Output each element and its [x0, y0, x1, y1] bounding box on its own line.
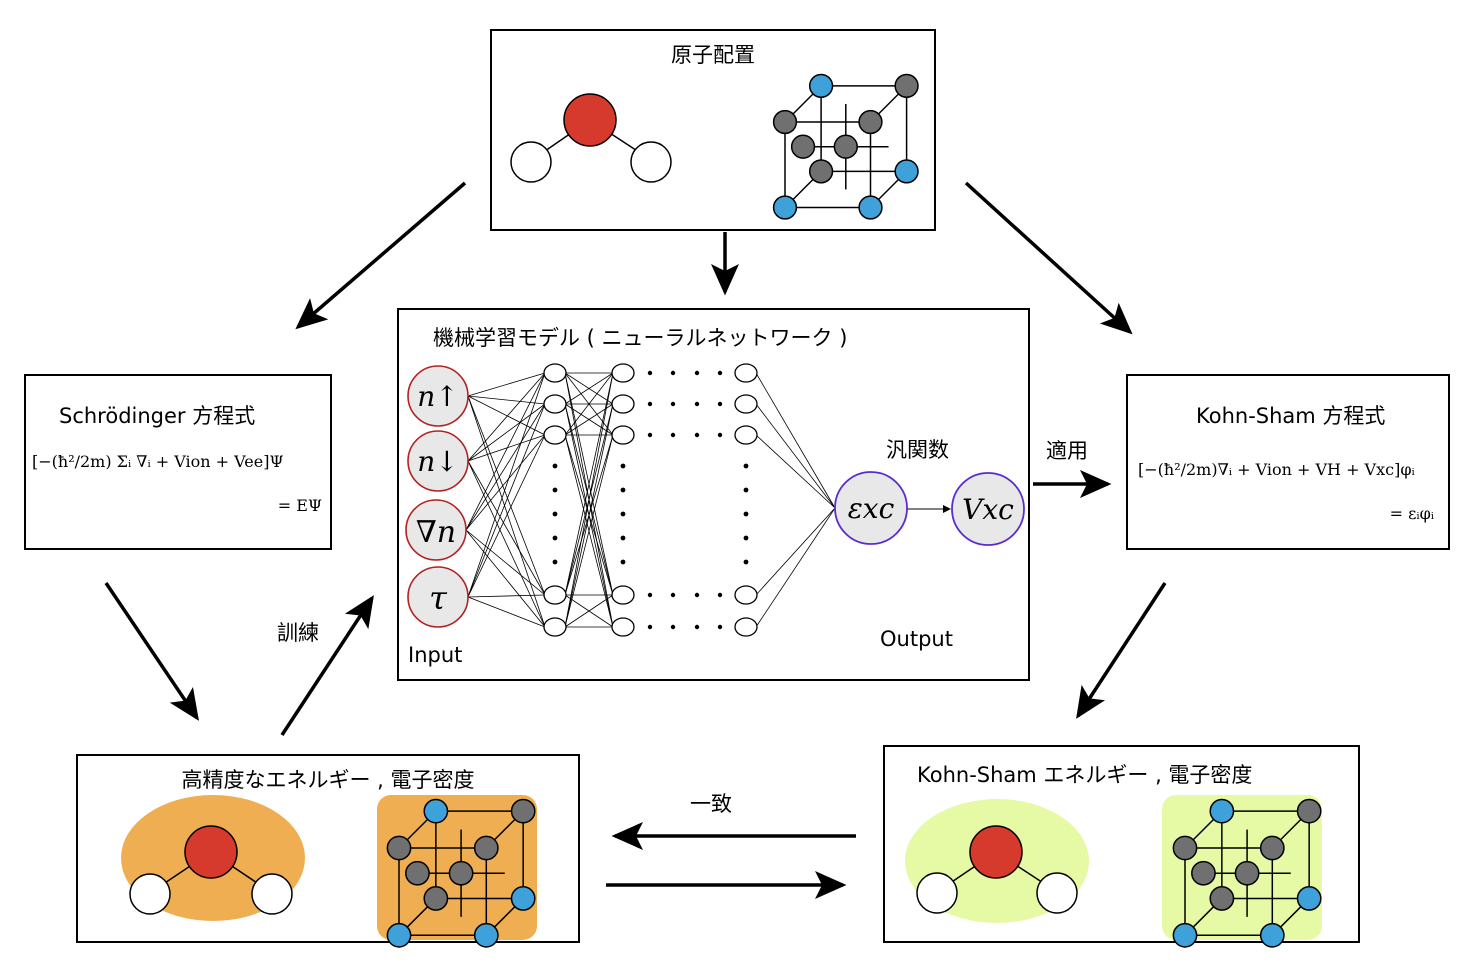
hidden-neuron [543, 617, 567, 637]
lattice-atom [894, 73, 919, 99]
hidden-neuron [611, 617, 635, 637]
lattice-atom [1191, 860, 1216, 886]
lattice-atom [858, 195, 883, 220]
input-node-n-up: n↑ [407, 365, 469, 427]
lattice-atom [448, 860, 474, 886]
ml-model-title: 機械学習モデル ( ニューラルネットワーク ) [433, 326, 848, 350]
schrodinger-eq-line1: [−(ħ²/2m) Σᵢ ∇ᵢ + Vion + Vee]Ψ [32, 452, 284, 471]
arrow-top-to-kohnsham [964, 181, 1133, 335]
kohnsham-eq-line2: = εᵢφᵢ [1389, 504, 1434, 523]
crystal-lattice-top [772, 73, 919, 220]
hidden-neuron [543, 394, 567, 414]
hidden-neuron [543, 585, 567, 605]
arrow-top-to-schrodinger [295, 181, 467, 330]
output-label: Output [880, 627, 953, 651]
apply-label: 適用 [1046, 439, 1088, 463]
neural-network-nodes [543, 363, 758, 637]
kohnsham-eq-line1: [−(ħ²/2m)∇ᵢ + Vion + VH + Vxc]φᵢ [1138, 460, 1415, 479]
lattice-atom [1296, 886, 1322, 911]
lattice-atom [1296, 798, 1322, 824]
arrow-schrodinger-to-highprecision [104, 582, 199, 721]
lattice-atom [1209, 798, 1235, 824]
water-molecule-top [510, 93, 672, 183]
neural-network-edges [465, 372, 836, 628]
kohnsham-title: Kohn-Sham 方程式 [1196, 404, 1386, 428]
hidden-neuron [734, 363, 758, 383]
functional-label: 汎関数 [886, 438, 949, 462]
hidden-neuron [734, 617, 758, 637]
svg-text:τ: τ [429, 579, 448, 617]
lattice-atom [790, 134, 816, 159]
svg-text:n↓: n↓ [417, 445, 459, 478]
lattice-atom [1209, 886, 1235, 911]
lattice-atom [772, 109, 798, 135]
input-label: Input [408, 643, 463, 667]
input-node-n-down: n↓ [407, 430, 469, 492]
lattice-atom [473, 922, 499, 948]
hidden-neuron [734, 585, 758, 605]
svg-text:εxc: εxc [848, 492, 895, 525]
ml-model-box: 機械学習モデル ( ニューラルネットワーク ) Input Output 汎関数 [397, 308, 1030, 681]
hidden-neuron [734, 425, 758, 445]
lattice-atom [808, 159, 834, 184]
hidden-neuron [734, 394, 758, 414]
hidden-neuron [543, 425, 567, 445]
crystal-lattice-ks [1172, 798, 1322, 948]
arrow-kohnsham-to-ksenergy [1076, 582, 1167, 719]
lattice-atom [405, 860, 430, 886]
lattice-atom [423, 886, 449, 911]
lattice-atom [510, 886, 536, 911]
lattice-atom [894, 159, 919, 184]
hidden-neuron [543, 363, 567, 383]
input-node-grad-n: ∇n [405, 499, 467, 561]
match-label: 一致 [690, 792, 732, 816]
lattice-atom [808, 73, 834, 99]
lattice-atom [772, 195, 798, 220]
schrodinger-eq-line2: = EΨ [277, 496, 322, 515]
water-molecule-ks [916, 825, 1078, 914]
kohnsham-eq-box: Kohn-Sham 方程式 [−(ħ²/2m)∇ᵢ + Vion + VH + … [1126, 374, 1450, 550]
vxc-node: Vxc [951, 472, 1025, 546]
svg-text:Vxc: Vxc [962, 493, 1014, 526]
lattice-atom [1172, 835, 1198, 861]
crystal-lattice-highprecision [386, 798, 536, 948]
atomic-structure-title: 原子配置 [671, 43, 755, 67]
lattice-atom [1172, 922, 1198, 948]
arrow-train-to-ml [280, 595, 374, 736]
water-molecule-highprecision [129, 825, 293, 915]
hidden-neuron [611, 363, 635, 383]
lattice-atom [1259, 835, 1285, 861]
exc-node: εxc [834, 471, 908, 545]
schrodinger-title: Schrödinger 方程式 [59, 404, 256, 428]
hidden-neuron [611, 425, 635, 445]
svg-text:n↑: n↑ [417, 380, 459, 413]
high-precision-title: 高精度なエネルギー , 電子密度 [181, 768, 475, 792]
lattice-atom [386, 835, 412, 861]
lattice-atom [833, 134, 858, 159]
hidden-neuron [611, 394, 635, 414]
lattice-atom [510, 798, 536, 824]
lattice-atom [858, 109, 883, 135]
input-node-tau: τ [407, 566, 469, 628]
lattice-atom [1259, 922, 1285, 948]
lattice-atom [423, 798, 449, 824]
lattice-atom [473, 835, 499, 861]
neural-network-ellipsis [552, 370, 749, 630]
lattice-atom [386, 922, 412, 948]
schrodinger-box: Schrödinger 方程式 [−(ħ²/2m) Σᵢ ∇ᵢ + Vion +… [24, 374, 332, 550]
train-label: 訓練 [277, 621, 319, 645]
hidden-neuron [611, 585, 635, 605]
lattice-atom [1234, 860, 1260, 886]
ks-energy-title: Kohn-Sham エネルギー , 電子密度 [917, 763, 1253, 787]
svg-text:∇n: ∇n [416, 515, 456, 550]
